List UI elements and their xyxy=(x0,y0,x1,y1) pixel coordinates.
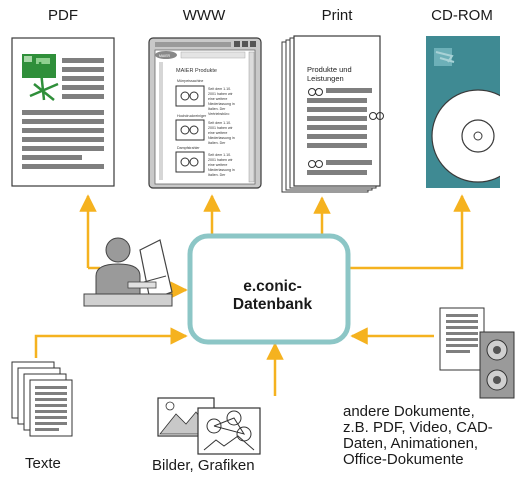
svg-text:Seit dem 1.10.: Seit dem 1.10. xyxy=(208,153,231,157)
images-graphics-icon xyxy=(157,397,261,455)
svg-text:2001 haben wir: 2001 haben wir xyxy=(208,126,233,130)
svg-text:Italien. Der: Italien. Der xyxy=(208,141,226,145)
database-title-line1: e.conic- xyxy=(243,278,302,295)
print-heading-line2: Leistungen xyxy=(307,74,344,83)
svg-text:eine weitere: eine weitere xyxy=(208,97,227,101)
www-section-1: Mürrpeissachine xyxy=(177,79,203,83)
label-bilder-grafiken: Bilder, Grafiken xyxy=(152,457,255,474)
pdf-document-icon xyxy=(11,37,115,187)
database-title-line2: Datenbank xyxy=(232,296,313,313)
andere-line-4: Office-Dokumente xyxy=(343,451,464,468)
label-cdrom: CD-ROM xyxy=(431,7,493,24)
label-texte: Texte xyxy=(25,455,61,472)
andere-line-3: Daten, Animationen, xyxy=(343,435,479,452)
svg-text:Italien. Der: Italien. Der xyxy=(208,173,226,177)
label-print: Print xyxy=(321,7,353,24)
svg-text:Seit dem 1.10.: Seit dem 1.10. xyxy=(208,87,231,91)
svg-text:Seit dem 1.10.: Seit dem 1.10. xyxy=(208,121,231,125)
label-www: WWW xyxy=(182,7,226,24)
arrow-to-cdrom xyxy=(348,194,471,270)
other-documents-icon xyxy=(439,307,515,399)
www-section-2: Hochdruckreiniger xyxy=(177,114,207,118)
svg-text:Niederlassung in: Niederlassung in xyxy=(208,102,235,106)
svg-text:eine weitere: eine weitere xyxy=(208,131,227,135)
svg-text:Italien. Der: Italien. Der xyxy=(208,107,226,111)
svg-text:Niederlassung in: Niederlassung in xyxy=(208,168,235,172)
svg-text:2001 haben wir: 2001 haben wir xyxy=(208,92,233,96)
svg-text:Vertriebsbüro: Vertriebsbüro xyxy=(208,112,229,116)
andere-line-2: z.B. PDF, Video, CAD- xyxy=(343,419,493,436)
person-at-computer-icon xyxy=(83,237,173,307)
label-pdf: PDF xyxy=(48,7,78,24)
database-box xyxy=(187,233,351,345)
cd-rom-icon xyxy=(426,36,522,188)
www-section-3: Dampfstrahler xyxy=(177,146,200,150)
label-andere-dokumente: andere Dokumente, z.B. PDF, Video, CAD- … xyxy=(343,404,493,468)
www-badge-text: MAIER xyxy=(159,54,171,58)
svg-text:2001 haben wir: 2001 haben wir xyxy=(208,158,233,162)
www-browser-window-icon: MAIER MAIER Produkte Mürrpeissachine Hoc… xyxy=(148,37,262,189)
print-heading-line1: Produkte und xyxy=(307,65,352,74)
www-title-text: MAIER Produkte xyxy=(176,68,217,74)
text-documents-icon xyxy=(11,361,73,437)
database-title: e.conic- Datenbank xyxy=(190,278,355,314)
svg-text:eine weitere: eine weitere xyxy=(208,163,227,167)
print-brochure-icon: Produkte und Leistungen xyxy=(281,35,384,193)
andere-line-1: andere Dokumente, xyxy=(343,403,475,420)
arrow-texte-to-db xyxy=(34,327,188,358)
svg-text:Niederlassung in: Niederlassung in xyxy=(208,136,235,140)
